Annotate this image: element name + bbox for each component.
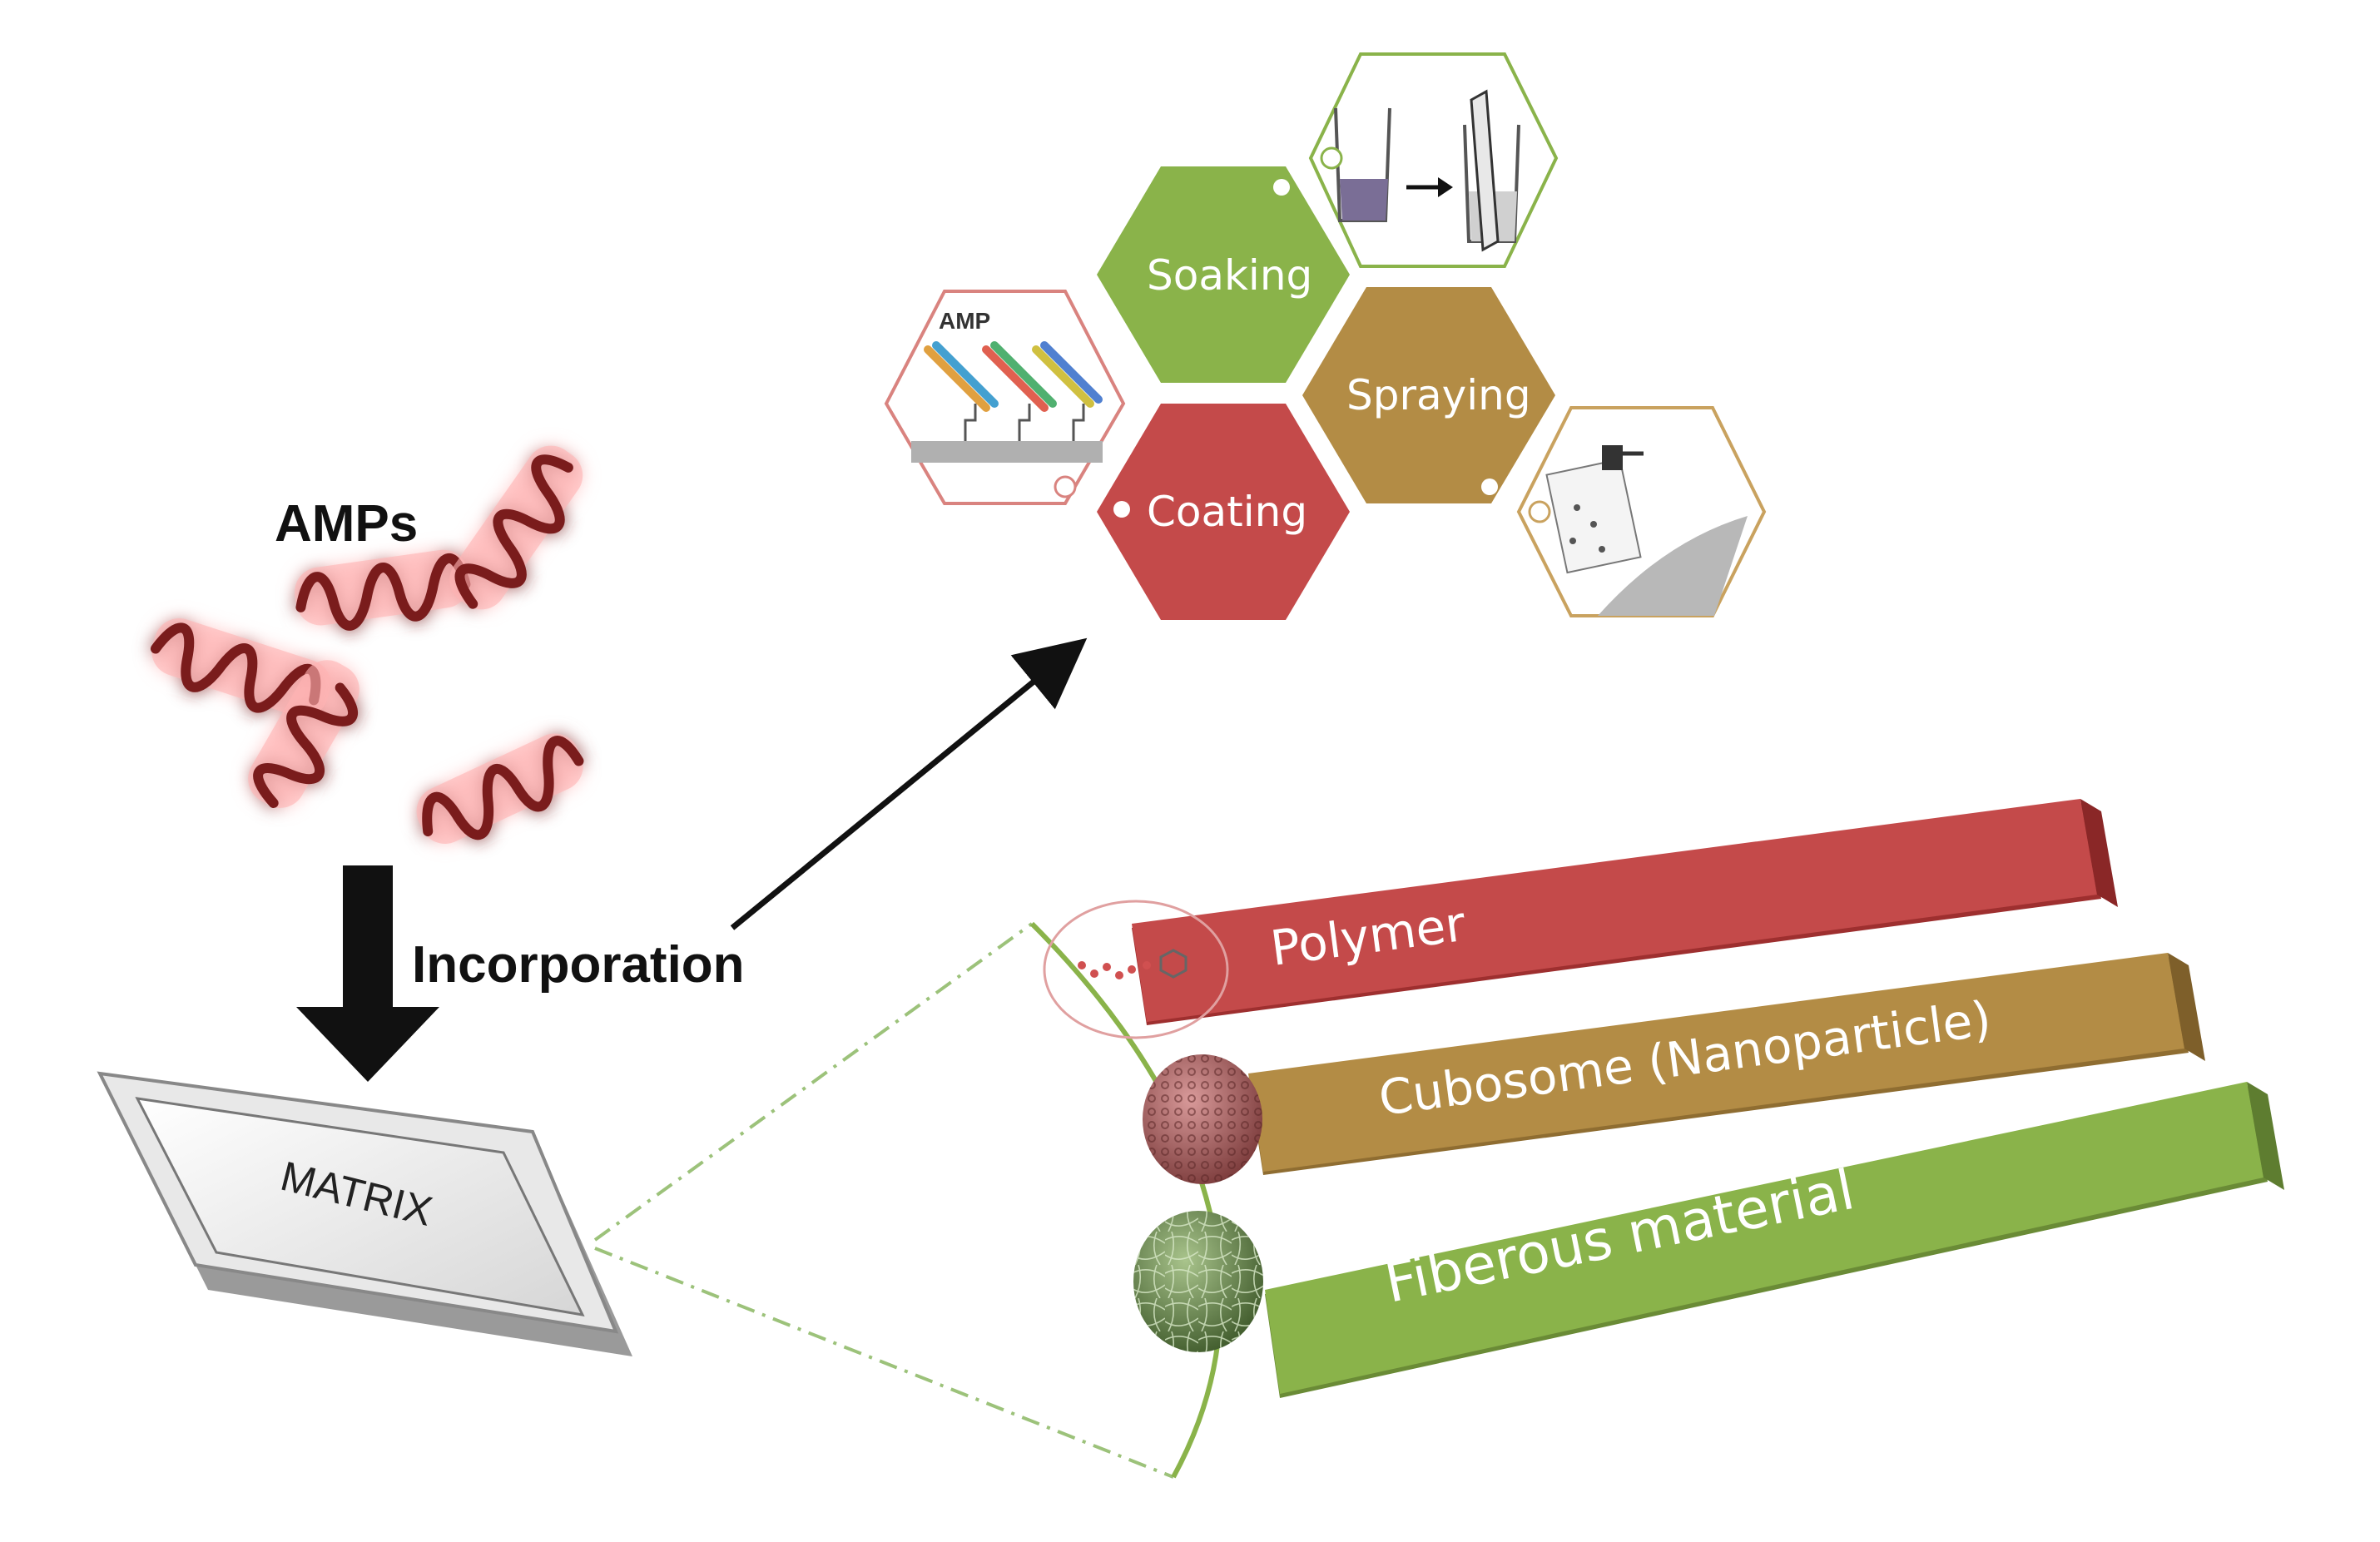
spraying-label: Spraying (1346, 371, 1531, 419)
polymer-bar: Polymer (1132, 799, 2118, 1025)
amp-inset-hexagon: AMP (884, 290, 1126, 505)
soaking-label: Soaking (1147, 251, 1312, 300)
methods-arrow (730, 637, 1088, 930)
down-arrow (296, 865, 439, 1082)
polymer-molecule-icon (1043, 900, 1229, 1039)
coating-label: Coating (1147, 488, 1307, 536)
amp-helix (248, 660, 359, 808)
amp-helices (150, 445, 584, 844)
soaking-inset-hexagon (1308, 52, 1559, 268)
spraying-inset-hexagon (1516, 406, 1767, 617)
coating-hexagon: Coating (1097, 404, 1350, 620)
cubosome-particle-icon (1143, 1054, 1262, 1184)
fiberous-bar: Fiberous material (1265, 1082, 2284, 1398)
amp-helix (416, 733, 584, 844)
matrix-tile: MATRIX (97, 1071, 632, 1356)
spraying-hexagon: Spraying (1302, 287, 1555, 503)
soaking-hexagon: Soaking (1097, 166, 1350, 383)
amps-label: AMPs (275, 495, 418, 553)
amp-inset-label: AMP (939, 308, 990, 334)
zoom-lines (593, 922, 1174, 1479)
incorporation-label: Incorporation (412, 936, 745, 994)
amp-helix (295, 549, 471, 631)
amp-helix (449, 445, 583, 610)
amp-helix (150, 617, 331, 717)
fiberous-material-icon (1133, 1211, 1263, 1352)
